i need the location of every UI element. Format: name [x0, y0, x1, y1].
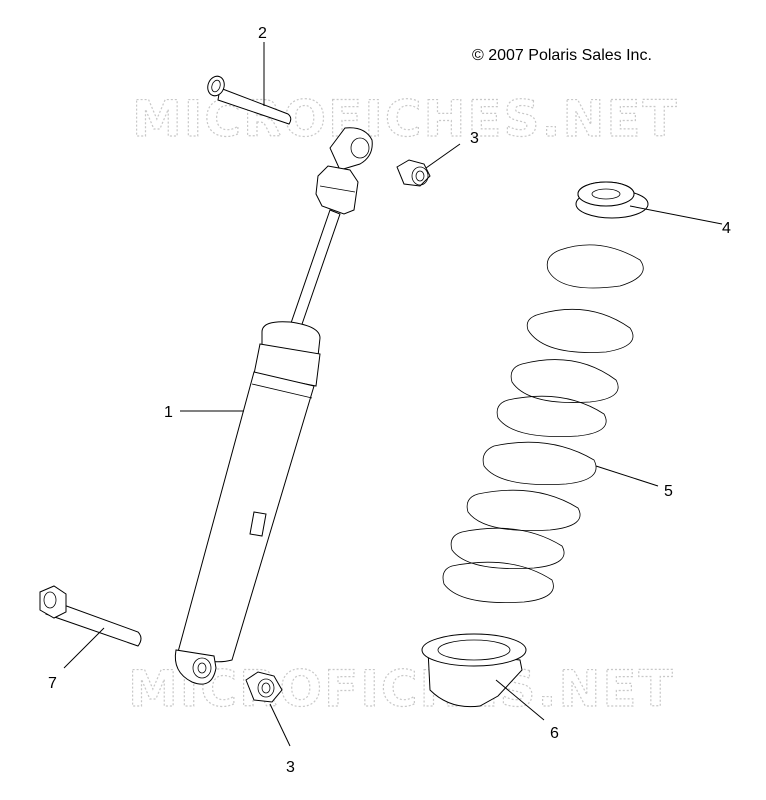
coil-spring	[442, 244, 644, 603]
copyright-text: © 2007 Polaris Sales Inc.	[472, 47, 652, 64]
leader-3-bottom	[269, 703, 291, 747]
shock-absorber	[174, 127, 373, 685]
lower-bolt	[39, 585, 142, 647]
upper-spring-retainer	[575, 181, 649, 219]
callout-1: 1	[164, 404, 173, 421]
lower-spring-retainer	[421, 633, 527, 708]
callout-5: 5	[664, 483, 673, 500]
callout-4: 4	[722, 220, 731, 237]
callout-6: 6	[550, 725, 559, 742]
watermark-top: MICROFICHES.NET	[132, 90, 679, 148]
leader-7	[63, 627, 105, 669]
callout-3-top: 3	[470, 130, 479, 147]
leader-4	[629, 205, 723, 225]
lower-nut	[245, 671, 283, 703]
callout-2: 2	[258, 25, 267, 42]
leader-3-top	[425, 143, 461, 169]
leader-5	[595, 465, 659, 487]
callout-3-bottom: 3	[286, 759, 295, 776]
watermark-bottom: MICROFICHES.NET	[128, 660, 675, 718]
upper-bolt	[207, 75, 292, 125]
leader-6	[495, 679, 545, 721]
callout-7: 7	[48, 675, 57, 692]
upper-nut	[396, 159, 431, 187]
